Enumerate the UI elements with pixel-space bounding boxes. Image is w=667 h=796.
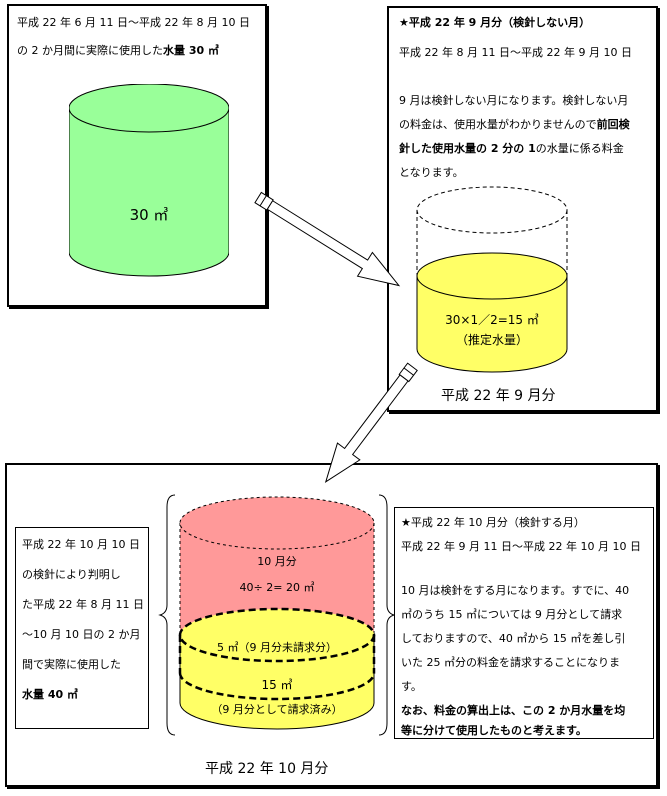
oct-heading: ★平成 22 年 10 月分（検針する月） [401, 516, 585, 529]
actual-usage-box: 平成 22 年 10 月 10 日 の検針により判明し た平成 22 年 8 月… [15, 527, 149, 729]
oct-top-formula: 40÷ 2= 20 ㎥ [240, 581, 315, 594]
sep-para-line1: 9 月は検針しない月になります。検針しない月 [399, 94, 629, 107]
oct-period: 平成 22 年 9 月 11 日〜平成 22 年 10 月 10 日 [401, 540, 641, 553]
oct-note-line1: なお、料金の算出上は、この 2 か月水量を均 [401, 704, 626, 717]
oct-para-line2: ㎥のうち 15 ㎥については 9 月分として請求 [401, 608, 623, 621]
october-explanation-box: ★平成 22 年 10 月分（検針する月） 平成 22 年 9 月 11 日〜平… [394, 507, 654, 739]
green-cylinder: 30 ㎥ [69, 84, 229, 277]
sep-para-line2-prefix: の料金は、使用水量がわかりませんので [399, 118, 597, 131]
oct-caption: 平成 22 年 10 月分 [205, 761, 329, 777]
sep-para-line3: 針した使用水量の 2 分の 1の水量に係る料金 [399, 142, 624, 156]
stacked-cylinder: 10 月分 40÷ 2= 20 ㎥ 5 ㎥（9 月分未請求分） 15 ㎥ （9 … [158, 494, 396, 736]
actual-line2: の検針により判明し [22, 568, 121, 581]
actual-line5: 間で実際に使用した [22, 658, 121, 671]
yellow-cylinder-estimated: 30×1／2=15 ㎥ （推定水量） [416, 186, 568, 373]
estimated-formula: 30×1／2=15 ㎥ [445, 313, 539, 327]
oct-mid-label: 5 ㎥（9 月分未請求分） [217, 640, 337, 654]
oct-para-line4: いた 25 ㎥分の料金を請求することになりま [401, 656, 620, 669]
sep-period: 平成 22 年 8 月 11 日〜平成 22 年 9 月 10 日 [399, 46, 632, 59]
oct-para-line3: しておりますので、40 ㎥から 15 ㎥を差し引 [401, 632, 626, 645]
actual-line1: 平成 22 年 10 月 10 日 [22, 538, 140, 551]
actual-line6: 水量 40 ㎥ [22, 688, 78, 701]
panel-august: 平成 22 年 6 月 11 日〜平成 22 年 8 月 10 日 の 2 か月… [7, 4, 267, 307]
oct-top-label: 10 月分 [257, 555, 297, 568]
usage-prefix: の 2 か月間に実際に使用した [17, 44, 163, 57]
sep-para-line2: の料金は、使用水量がわかりませんので前回検 [399, 118, 630, 132]
sep-heading: ★平成 22 年 9 月分（検針しない月） [399, 16, 591, 29]
oct-para-line5: す。 [401, 680, 422, 693]
oct-bottom-note: （9 月分として請求済み） [211, 702, 342, 716]
panel-october: 平成 22 年 10 月 10 日 の検針により判明し た平成 22 年 8 月… [5, 463, 658, 787]
actual-line3: た平成 22 年 8 月 11 日 [22, 598, 144, 611]
oct-para-line1: 10 月は検針をする月になります。すでに、40 [401, 584, 630, 597]
sep-caption: 平成 22 年 9 月分 [441, 388, 556, 404]
oct-bottom-value: 15 ㎥ [261, 678, 292, 692]
sep-para-line3-bold: 針した使用水量の 2 分の 1 [399, 142, 536, 155]
sep-para-line4: となります。 [399, 166, 464, 179]
usage-amount: 水量 30 ㎥ [163, 44, 219, 57]
panel-september: ★平成 22 年 9 月分（検針しない月） 平成 22 年 8 月 11 日〜平… [387, 6, 658, 412]
oct-note-line2: 等に分けて使用したものと考えます。 [401, 724, 587, 737]
period-text: 平成 22 年 6 月 11 日〜平成 22 年 8 月 10 日 [17, 16, 250, 29]
usage-text: の 2 か月間に実際に使用した水量 30 ㎥ [17, 44, 219, 58]
green-cylinder-label: 30 ㎥ [130, 206, 169, 224]
sep-para-line2-bold: 前回検 [596, 118, 630, 131]
actual-line4: 〜10 月 10 日の 2 か月 [22, 628, 141, 641]
left-brace [158, 494, 176, 736]
sep-para-line3-suffix: の水量に係る料金 [535, 142, 624, 155]
estimated-note: （推定水量） [456, 332, 528, 347]
